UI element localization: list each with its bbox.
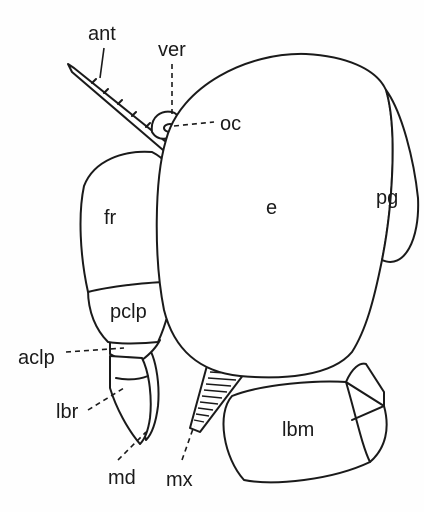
pclp-label: pclp [110, 301, 147, 323]
md-label: md [108, 467, 136, 489]
postgena [381, 89, 420, 263]
ver-label: ver [158, 39, 186, 61]
fr-label: fr [104, 207, 117, 229]
mx-leader [181, 425, 195, 461]
aclp-leader [65, 347, 125, 353]
oc-label: oc [220, 113, 241, 135]
ant-leader [99, 47, 105, 79]
labium [222, 362, 388, 484]
e-label: e [266, 197, 277, 219]
oc-leader [173, 121, 215, 127]
frons [79, 150, 173, 293]
lbr-label: lbr [56, 401, 79, 423]
leader-lines [65, 47, 215, 461]
md-leader [117, 431, 147, 461]
pg-label: pg [376, 187, 398, 209]
mx-label: mx [166, 469, 193, 491]
compound-eye [155, 52, 394, 379]
labrum [109, 355, 152, 445]
lbr-leader [87, 387, 125, 411]
aclp-label: aclp [18, 347, 55, 369]
antenna [67, 63, 177, 157]
lbm-label: lbm [282, 419, 314, 441]
ant-label: ant [88, 23, 116, 45]
